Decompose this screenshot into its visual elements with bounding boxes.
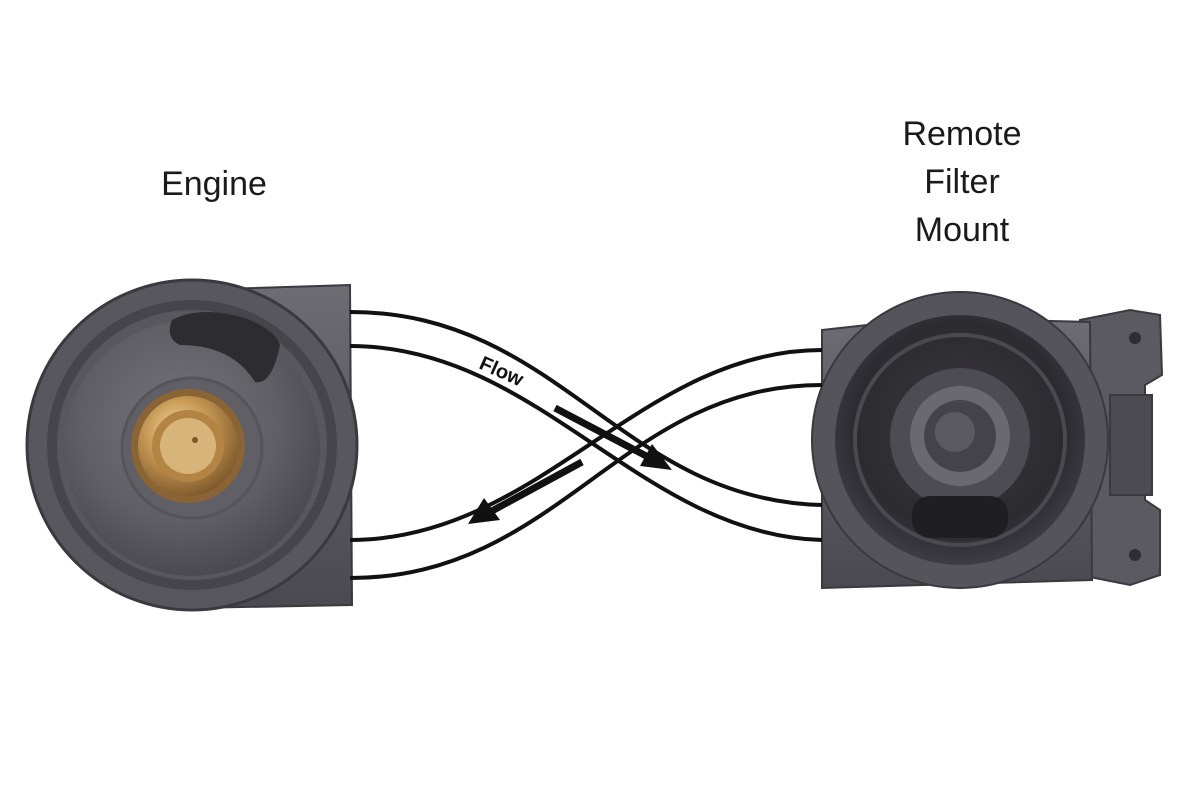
flow-arrow-right-icon	[553, 404, 672, 470]
remote-filter-mount-label: Remote Filter Mount	[862, 110, 1062, 254]
brass-fitting-icon	[131, 389, 245, 503]
remote-label-line-2: Filter	[924, 163, 1000, 201]
remote-label-line-3: Mount	[914, 211, 1010, 249]
engine-adapter-icon	[25, 278, 359, 612]
remote-label-line-1: Remote	[902, 115, 1022, 153]
engine-label: Engine	[161, 165, 267, 203]
flow-arrow-left-icon	[468, 458, 584, 524]
remote-filter-mount-icon	[811, 291, 1164, 590]
hoses	[349, 310, 823, 580]
